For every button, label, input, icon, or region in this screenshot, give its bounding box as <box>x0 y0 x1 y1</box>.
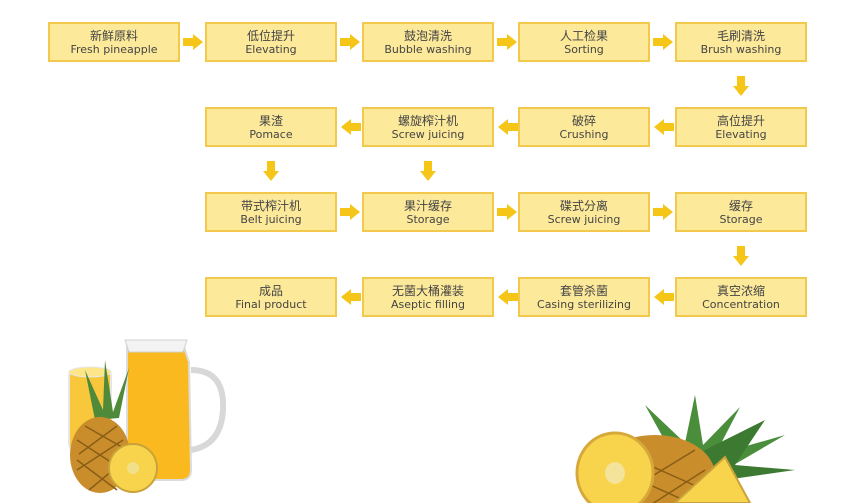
arrow-left-icon <box>341 289 361 305</box>
step-pomace: 果渣 Pomace <box>205 107 337 147</box>
arrow-left-icon <box>341 119 361 135</box>
step-label-en: Final product <box>235 297 307 311</box>
step-elevating-high: 高位提升 Elevating <box>675 107 807 147</box>
step-label-zh: 碟式分离 <box>559 198 608 213</box>
step-label-zh: 套管杀菌 <box>559 283 608 298</box>
arrow-right-icon <box>183 34 203 50</box>
step-label-zh: 低位提升 <box>246 28 295 43</box>
step-label-zh: 螺旋榨汁机 <box>397 113 458 128</box>
step-brush-washing: 毛刷清洗 Brush washing <box>675 22 807 62</box>
pineapple-illustration <box>575 395 795 503</box>
step-label-en: Crushing <box>559 127 609 141</box>
step-crushing: 破碎 Crushing <box>518 107 650 147</box>
step-label-zh: 果渣 <box>258 113 283 128</box>
step-label-en: Elevating <box>715 127 767 141</box>
step-label-zh: 成品 <box>258 283 283 298</box>
step-label-zh: 破碎 <box>571 113 596 128</box>
step-belt-juicing: 带式榨汁机 Belt juicing <box>205 192 337 232</box>
step-fresh-pineapple: 新鲜原料 Fresh pineapple <box>48 22 180 62</box>
arrow-left-icon <box>654 289 674 305</box>
step-label-en: Storage <box>406 212 450 226</box>
step-sorting: 人工检果 Sorting <box>518 22 650 62</box>
arrow-left-icon <box>498 289 518 305</box>
step-label-en: Concentration <box>702 297 780 311</box>
step-label-zh: 人工检果 <box>559 28 608 43</box>
arrow-right-icon <box>340 34 360 50</box>
arrow-right-icon <box>497 204 517 220</box>
step-label-zh: 高位提升 <box>716 113 765 128</box>
arrow-down-icon <box>733 246 749 266</box>
step-label-zh: 缓存 <box>728 198 753 213</box>
step-label-en: Storage <box>719 212 763 226</box>
arrow-right-icon <box>653 34 673 50</box>
step-label-en: Brush washing <box>700 42 782 56</box>
step-label-zh: 果汁缓存 <box>403 198 452 213</box>
step-buffer-storage: 缓存 Storage <box>675 192 807 232</box>
step-juice-storage: 果汁缓存 Storage <box>362 192 494 232</box>
step-final-product: 成品 Final product <box>205 277 337 317</box>
arrow-left-icon <box>498 119 518 135</box>
step-label-en: Aseptic filling <box>391 297 465 311</box>
step-label-zh: 鼓泡清洗 <box>403 28 452 43</box>
step-label-en: Elevating <box>245 42 297 56</box>
arrow-down-icon <box>263 161 279 181</box>
step-label-zh: 毛刷清洗 <box>716 28 765 43</box>
step-label-zh: 带式榨汁机 <box>240 198 301 213</box>
step-label-zh: 无菌大桶灌装 <box>391 283 464 298</box>
step-casing-sterilizing: 套管杀菌 Casing sterilizing <box>518 277 650 317</box>
step-elevating-low: 低位提升 Elevating <box>205 22 337 62</box>
step-label-en: Sorting <box>564 42 604 56</box>
arrow-left-icon <box>654 119 674 135</box>
arrow-right-icon <box>653 204 673 220</box>
step-concentration: 真空浓缩 Concentration <box>675 277 807 317</box>
step-label-en: Belt juicing <box>240 212 302 226</box>
step-aseptic-filling: 无菌大桶灌装 Aseptic filling <box>362 277 494 317</box>
step-screw-juicing: 螺旋榨汁机 Screw juicing <box>362 107 494 147</box>
arrow-right-icon <box>340 204 360 220</box>
step-label-en: Fresh pineapple <box>70 42 158 56</box>
arrow-down-icon <box>420 161 436 181</box>
step-label-zh: 真空浓缩 <box>716 283 765 298</box>
step-label-zh: 新鲜原料 <box>89 28 138 43</box>
step-label-en: Casing sterilizing <box>537 297 631 311</box>
arrow-right-icon <box>497 34 517 50</box>
step-label-en: Screw juicing <box>547 212 621 226</box>
step-label-en: Pomace <box>249 127 293 141</box>
step-label-en: Bubble washing <box>384 42 472 56</box>
step-disc-separation: 碟式分离 Screw juicing <box>518 192 650 232</box>
juice-and-pineapple-illustration <box>68 339 227 493</box>
step-bubble-washing: 鼓泡清洗 Bubble washing <box>362 22 494 62</box>
arrow-down-icon <box>733 76 749 96</box>
step-label-en: Screw juicing <box>391 127 465 141</box>
